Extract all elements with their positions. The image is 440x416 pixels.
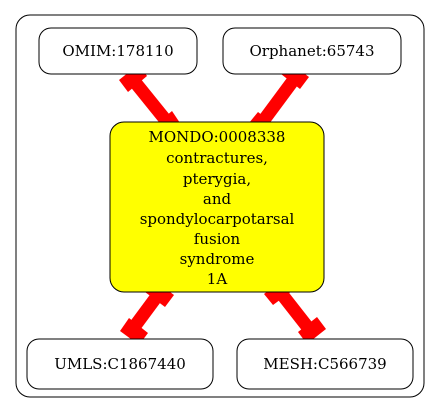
node-umls-label: UMLS:C1867440 [54,355,186,373]
node-orphanet-label: Orphanet:65743 [249,42,374,60]
node-omim: OMIM:178110 [38,27,198,75]
center-line-8: 1A [207,270,228,288]
node-orphanet: Orphanet:65743 [222,27,402,75]
node-mesh: MESH:C566739 [236,338,414,390]
center-line-4: and [203,190,232,208]
node-mesh-label: MESH:C566739 [263,355,386,373]
center-line-5: spondylocarpotarsal [140,210,295,228]
center-line-6: fusion [194,230,241,248]
node-omim-label: OMIM:178110 [62,42,173,60]
center-line-2: contractures, [166,149,268,167]
center-line-1: MONDO:0008338 [149,128,286,146]
center-line-3: pterygia, [183,170,251,188]
node-center-mondo: MONDO:0008338 contractures, pterygia, an… [109,121,325,293]
center-line-7: syndrome [180,250,255,268]
node-umls: UMLS:C1867440 [26,338,214,390]
